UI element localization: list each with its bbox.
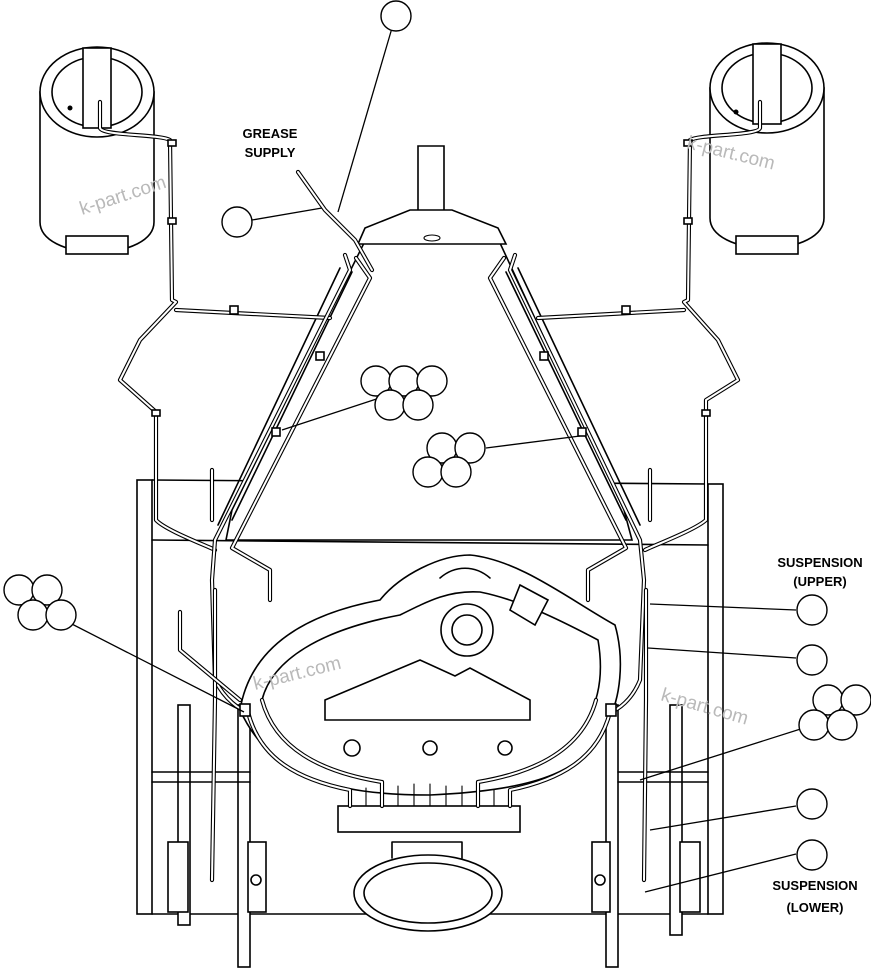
frame-cross-member [151,539,709,546]
leader-suspension-upper [649,603,797,611]
port-center [422,740,438,756]
suspension-lower-label-line2: (LOWER) [786,900,843,915]
callout-bubble [221,206,253,238]
leader-right-group [639,725,811,781]
leader-suspension-lower [644,853,797,893]
housing-bracket [509,583,550,627]
tower-post [417,145,445,213]
labels: GREASE SUPPLY SUSPENSION (UPPER) SUSPENS… [243,126,863,915]
callout-bubble [796,839,828,871]
callout-bubble [412,456,444,488]
tower-base [356,209,508,245]
leader-top [337,27,393,213]
callout-bubble [796,788,828,820]
grease-supply-label-line1: GREASE [243,126,298,141]
leader-right-2 [647,647,797,659]
right-strut-outer [669,704,683,936]
clamp [315,351,325,361]
clamp [701,409,711,417]
clamp [271,427,281,437]
callout-bubble [454,432,486,464]
left-strut-bracket-a [167,841,189,913]
clamp [577,427,587,437]
callout-bubbles [3,0,871,871]
hose-left-short [177,609,243,703]
hitch-ring-handle [391,841,463,859]
suspension-upper-label-line1: SUSPENSION [777,555,862,570]
hitch-ring-outer [353,854,503,932]
right-fitting-lower [594,874,606,886]
clamp [167,139,177,147]
callout-bubble [796,594,828,626]
clamp [683,217,693,225]
callout-bubble [17,599,49,631]
housing-inner-contour [261,590,602,719]
grease-supply-label-line2: SUPPLY [245,145,296,160]
right-strut-bracket-b [679,841,701,913]
callout-bubble [402,389,434,421]
support-plate [324,659,531,721]
left-strut-inner [237,704,251,968]
frame [136,479,724,915]
grease-hoses [97,99,763,883]
callout-bubble [374,389,406,421]
right-frame-rail [707,483,724,915]
clamp [167,217,177,225]
left-lower-arm [151,771,251,783]
callout-bubble [798,709,830,741]
clamp [151,409,161,417]
right-cylinder-base [735,235,799,255]
callout-bubble [826,709,858,741]
right-cylinder-bolt [733,109,739,115]
tower-hole [423,234,441,242]
axle-housing [239,554,622,932]
a-frame-left-edge [217,267,353,526]
right-cylinder-rod [752,43,782,125]
pivot-bore [451,614,483,646]
pivot-upper-arc [439,567,491,579]
right-lower-arm [617,771,709,783]
manifold-block [337,805,521,833]
callout-bubble [440,456,472,488]
right-strut-inner [605,704,619,968]
left-suspension [151,704,267,968]
clamp [683,139,693,147]
callout-bubble [45,599,77,631]
callout-bubble [380,0,412,32]
right-suspension [591,704,709,968]
clamp [605,703,617,717]
callout-bubble [416,365,448,397]
left-cylinder [39,46,155,255]
leader-left-strut-group [63,619,245,713]
left-frame-rail [136,479,153,915]
suspension-upper-label-line2: (UPPER) [793,574,846,589]
leader-grease-supply [251,207,323,221]
leader-right-4 [649,805,797,831]
callout-bubble [31,574,63,606]
callout-bubble [796,644,828,676]
clamp [539,351,549,361]
left-cylinder-bolt [67,105,73,111]
left-fitting-lower [250,874,262,886]
port-left [343,739,361,757]
leader-center-group [485,435,581,449]
suspension-lower-label-line1: SUSPENSION [772,878,857,893]
right-cylinder [709,42,825,255]
hitch-ring-inner [363,862,493,924]
clamp [229,305,239,315]
callout-bubble [840,684,871,716]
left-cylinder-rod [82,47,112,129]
left-cylinder-base [65,235,129,255]
a-frame-right-edge [505,267,641,526]
port-right [497,740,513,756]
clamp [621,305,631,315]
hose-clamps [151,139,711,717]
